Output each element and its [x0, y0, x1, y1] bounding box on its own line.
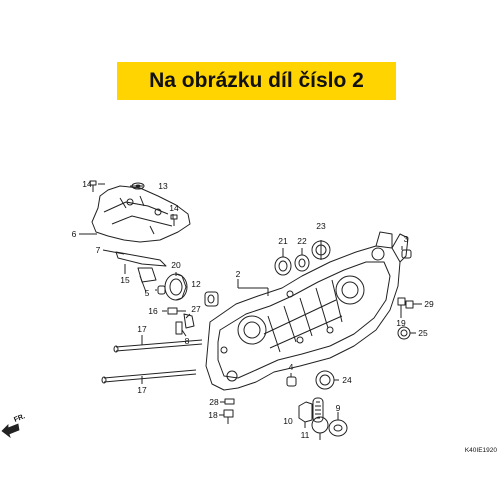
callout-4: 4: [289, 362, 294, 372]
bolt-19: [397, 297, 406, 312]
callout-14: 14: [169, 203, 179, 213]
callout-24: 24: [342, 375, 352, 385]
stud-17-lower: [101, 369, 197, 384]
callout-18: 18: [208, 410, 218, 420]
leader-lines: [79, 183, 422, 440]
callout-28: 28: [209, 397, 219, 407]
bolt-28: [224, 398, 235, 405]
callout-12: 12: [191, 279, 201, 289]
bolt-14-top: [89, 180, 97, 192]
washer-18: [223, 409, 234, 424]
callout-21: 21: [278, 236, 288, 246]
part-2-crankcase: [205, 231, 409, 391]
callout-2: 2: [236, 269, 241, 279]
bolt-16: [167, 307, 186, 315]
banner-text: Na obrázku díl číslo 2: [149, 69, 364, 92]
callout-17: 17: [137, 385, 147, 395]
callout-9: 9: [336, 403, 341, 413]
part-7-bracket: [115, 251, 167, 293]
part-number-banner: Na obrázku díl číslo 2: [117, 62, 396, 100]
callout-23: 23: [316, 221, 326, 231]
callout-14: 14: [82, 179, 92, 189]
front-direction-arrow: FR.: [1, 413, 26, 439]
bolt-14-right: [170, 214, 178, 226]
callout-25: 25: [418, 328, 428, 338]
callout-8: 8: [185, 336, 190, 346]
callout-3: 3: [404, 234, 409, 244]
bearing-21: [274, 256, 292, 276]
cap-9: [328, 419, 348, 437]
seal-20: [164, 273, 188, 301]
dowel-3: [401, 249, 412, 259]
bush-12: [204, 291, 219, 307]
pin-5: [157, 285, 166, 295]
callout-13: 13: [158, 181, 168, 191]
drawing-code: K40IE1920: [465, 447, 498, 454]
washer-13: [131, 182, 145, 190]
spring-11: [311, 397, 329, 434]
callout-17: 17: [137, 324, 147, 334]
part-27: [183, 313, 195, 329]
bolt-29: [405, 300, 419, 309]
callout-10: 10: [283, 416, 293, 426]
callout-22: 22: [297, 236, 307, 246]
callout-7: 7: [96, 245, 101, 255]
bearing-23: [311, 240, 331, 260]
direction-label: FR.: [13, 413, 26, 424]
callout-11: 11: [301, 430, 310, 440]
part-6-cover: [91, 185, 191, 243]
callout-5: 5: [145, 288, 150, 298]
callout-20: 20: [171, 260, 181, 270]
seal-24: [315, 370, 335, 390]
callout-6: 6: [72, 229, 77, 239]
bearing-22: [294, 254, 310, 272]
callout-16: 16: [148, 306, 158, 316]
plug-10: [298, 401, 313, 423]
callout-15: 15: [120, 275, 130, 285]
part-8: [175, 321, 183, 335]
seal-25: [397, 326, 411, 340]
callout-19: 19: [396, 318, 406, 328]
dowel-4: [286, 376, 297, 387]
stud-17-upper: [113, 339, 203, 353]
callout-29: 29: [424, 299, 434, 309]
callout-27: 27: [191, 304, 201, 314]
